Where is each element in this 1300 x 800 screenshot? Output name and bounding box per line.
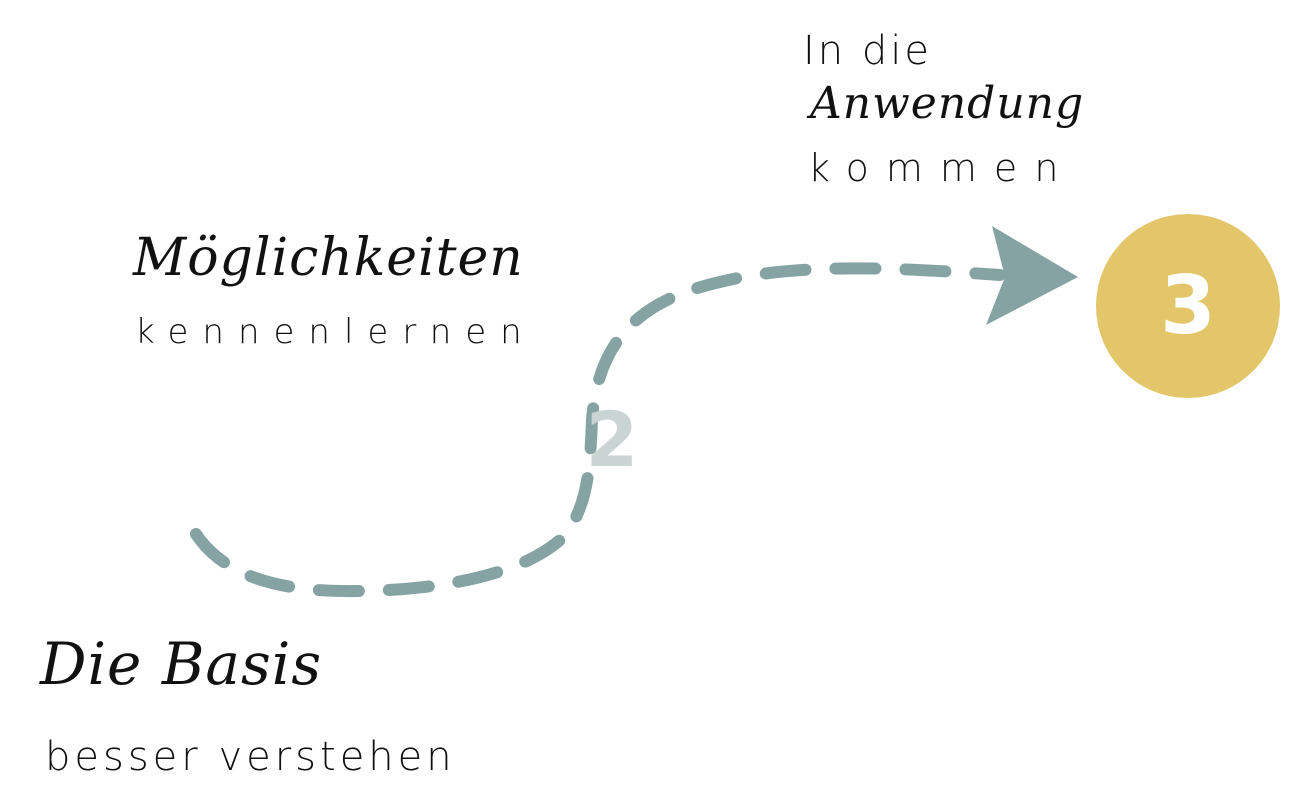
step-1-script-title: Die Basis [40, 630, 323, 698]
step-1-subtitle: besser verstehen [45, 734, 456, 780]
step-3-subtitle: kommen [808, 146, 1076, 190]
dashed-path-line [190, 262, 1006, 598]
step-2-subtitle: kennenlernen [135, 312, 536, 352]
step-2-script-title: Möglichkeiten [133, 228, 524, 288]
arrow-head [986, 226, 1078, 325]
step-3-number: 3 [1160, 259, 1216, 352]
step-2-number: 2 [585, 395, 639, 484]
step-3-badge [1096, 214, 1280, 398]
step-3-intro-text: In die [803, 28, 932, 74]
step-3-script-title: Anwendung [810, 78, 1085, 129]
